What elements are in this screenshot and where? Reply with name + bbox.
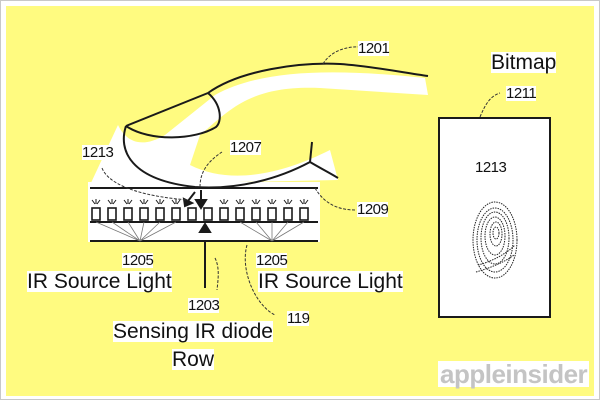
sensor-ref-label: 119	[287, 310, 310, 327]
fingerprint-icon	[472, 201, 518, 279]
sensing-text-line1: Sensing IR diode	[113, 320, 273, 343]
finger-outline	[122, 62, 429, 189]
ir-source-ref-left: 1205	[122, 252, 154, 269]
cover-ref-label: 1209	[357, 201, 389, 218]
print-ref-label-bitmap: 1213	[475, 159, 507, 176]
source-fan-lines	[95, 221, 305, 242]
sensing-text-line2: Row	[172, 348, 215, 371]
bitmap-title: Bitmap	[491, 51, 557, 74]
contact-arrows	[182, 190, 212, 288]
ir-source-ref-right: 1205	[256, 252, 288, 269]
light-rays	[91, 199, 309, 205]
ir-source-text-right: IR Source Light	[258, 270, 403, 293]
print-ref-label-left: 1213	[82, 144, 114, 161]
finger-ref-label: 1201	[358, 40, 390, 57]
bitmap-ref-label: 1211	[506, 85, 537, 102]
diode-row	[91, 207, 309, 221]
appleinsider-watermark: appleinsider	[438, 359, 590, 389]
contact-ref-label: 1207	[230, 139, 262, 156]
ir-source-text-left: IR Source Light	[27, 270, 172, 293]
sensing-ref-label: 1203	[188, 297, 220, 314]
sensor-stack	[90, 187, 318, 288]
